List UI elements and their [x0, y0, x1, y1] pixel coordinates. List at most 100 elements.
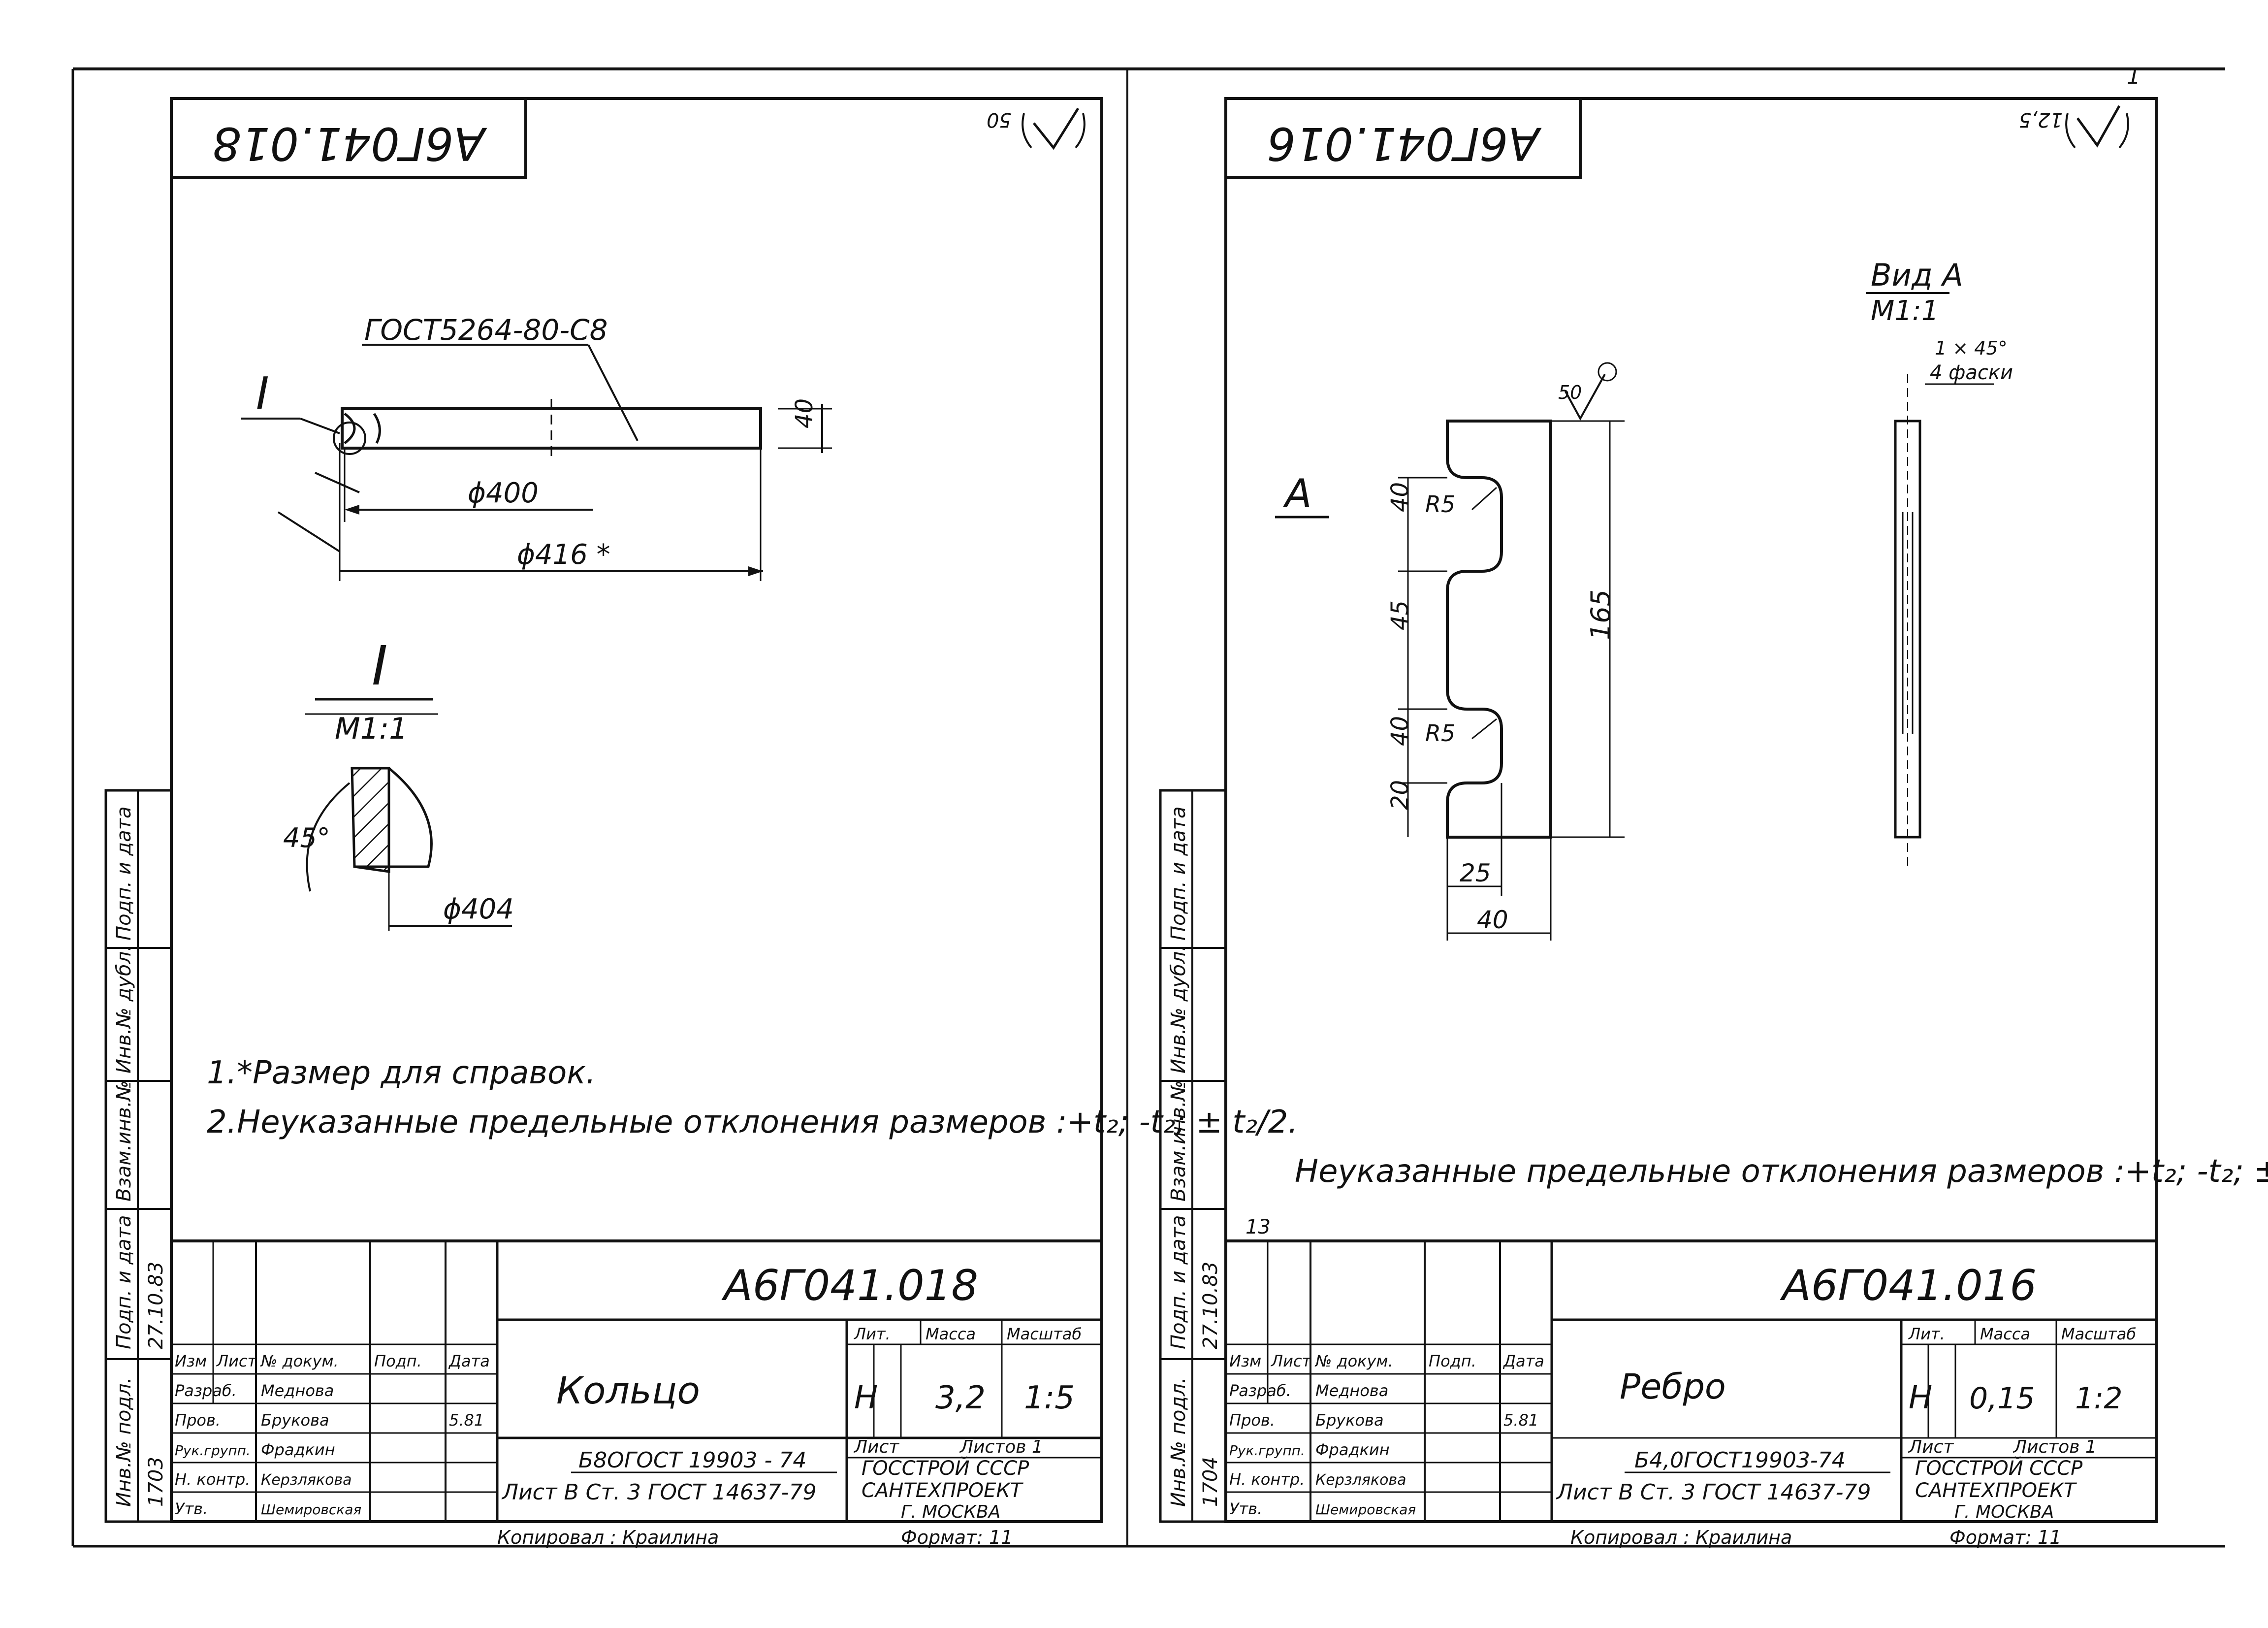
svg-text:Подп. и дата: Подп. и дата	[1167, 807, 1190, 941]
dim-d400: ϕ400	[468, 477, 539, 509]
right-title-code: А6Г041.016	[1780, 1261, 2037, 1310]
svg-text:ГОССТРОЙ СССР: ГОССТРОЙ СССР	[1915, 1456, 2083, 1480]
svg-text:Инв.№ дубл.: Инв.№ дубл.	[1167, 945, 1190, 1074]
svg-text:Дата: Дата	[1502, 1352, 1544, 1370]
svg-text:R5: R5	[1425, 720, 1455, 747]
svg-text:27.10.83: 27.10.83	[1199, 1262, 1222, 1349]
svg-text:Б8ОГОСТ 19903 - 74: Б8ОГОСТ 19903 - 74	[578, 1448, 806, 1473]
left-top-stamp-code: А6Г041.018	[212, 117, 487, 170]
svg-text:САНТЕХПРОЕКТ: САНТЕХПРОЕКТ	[1915, 1479, 2077, 1502]
page-mark: 1	[2127, 64, 2140, 89]
svg-text:Лист: Лист	[1271, 1352, 1311, 1370]
right-top-stamp	[1226, 98, 1582, 179]
rib-outline	[1446, 420, 1552, 839]
svg-text:Лист В Ст. 3 ГОСТ 14637-79: Лист В Ст. 3 ГОСТ 14637-79	[1556, 1480, 1871, 1505]
svg-text:М1:1: М1:1	[1871, 295, 1939, 327]
svg-text:5.81: 5.81	[1503, 1411, 1538, 1430]
svg-text:Лист: Лист	[1908, 1437, 1954, 1457]
svg-text:Керзляковa: Керзляковa	[1315, 1471, 1406, 1489]
svg-text:1:2: 1:2	[2075, 1381, 2123, 1416]
svg-text:Пров.: Пров.	[1229, 1411, 1275, 1430]
svg-text:Подп.: Подп.	[1429, 1352, 1476, 1370]
dim-height: 40	[791, 398, 818, 428]
svg-text:Масштаб: Масштаб	[1007, 1325, 1082, 1343]
svg-text:25: 25	[1460, 859, 1491, 887]
svg-text:20: 20	[1386, 780, 1414, 810]
title-code: А6Г041.018	[721, 1261, 978, 1310]
svg-text:Брукова: Брукова	[261, 1411, 329, 1430]
right-note: Неуказанные предельные отклонения размер…	[1295, 1153, 2268, 1190]
right-side-strip: Инв.№ подл. Подп. и дата Взам.инв.№ Инв.…	[1159, 789, 1227, 1523]
weld	[344, 413, 381, 444]
right-sheet: А6Г041.016 12,5 А 40 45 40 20 R5 R5	[1159, 97, 2268, 1548]
page-number: 13	[1246, 1216, 1271, 1238]
rib-view: А 40 45 40 20 R5 R5 165	[1275, 362, 1625, 941]
detail-callout-circle	[333, 422, 366, 455]
svg-text:3,2: 3,2	[935, 1380, 986, 1416]
view-a: Вид А М1:1 1 × 45° 4 фаски	[1866, 257, 2013, 867]
svg-text:ГОССТРОЙ СССР: ГОССТРОЙ СССР	[862, 1456, 1029, 1480]
detail-title: I	[372, 634, 387, 697]
copied-by: Копировал : Краилина	[497, 1527, 719, 1548]
svg-text:Шемировская: Шемировская	[261, 1501, 361, 1518]
svg-text:1704: 1704	[1199, 1457, 1222, 1507]
svg-text:Лист: Лист	[216, 1352, 257, 1370]
svg-text:САНТЕХПРОЕКТ: САНТЕХПРОЕКТ	[862, 1479, 1024, 1502]
svg-text:Шемировская: Шемировская	[1315, 1501, 1416, 1518]
svg-text:Лит.: Лит.	[854, 1325, 891, 1343]
weld-section	[351, 767, 390, 873]
svg-text:Рук.групп.: Рук.групп.	[175, 1442, 251, 1459]
svg-text:№ докум.: № докум.	[1314, 1352, 1393, 1370]
svg-text:Б4,0ГОСТ19903-74: Б4,0ГОСТ19903-74	[1634, 1448, 1846, 1473]
svg-text:45: 45	[1386, 600, 1414, 630]
view-arrow-label: А	[1282, 471, 1312, 517]
title-name: Кольцо	[556, 1368, 700, 1412]
svg-text:Листов 1: Листов 1	[2012, 1437, 2097, 1457]
dim-d416: ϕ416 *	[517, 539, 610, 571]
svg-text:27.10.83: 27.10.83	[145, 1262, 167, 1349]
right-roughness-mark: 12,5	[2019, 105, 2129, 149]
svg-text:Подп. и дата: Подп. и дата	[113, 1215, 135, 1349]
svg-text:Лист В Ст. 3 ГОСТ 14637-79: Лист В Ст. 3 ГОСТ 14637-79	[501, 1480, 817, 1505]
svg-text:Подп. и дата: Подп. и дата	[113, 807, 135, 941]
svg-text:Меднова: Меднова	[261, 1381, 334, 1400]
svg-text:Н. контр.: Н. контр.	[175, 1470, 250, 1489]
right-format: Формат: 11	[1949, 1527, 2061, 1548]
svg-text:Инв.№ подл.: Инв.№ подл.	[113, 1377, 135, 1507]
gost-label: ГОСТ5264-80-С8	[364, 313, 608, 347]
svg-text:Инв.№ дубл.: Инв.№ дубл.	[113, 945, 135, 1074]
svg-text:Разраб.: Разраб.	[1229, 1381, 1291, 1400]
svg-text:Инв.№ подл.: Инв.№ подл.	[1167, 1377, 1190, 1507]
svg-text:Керзляковa: Керзляковa	[261, 1471, 352, 1489]
right-copied-by: Копировал : Краилина	[1570, 1527, 1792, 1548]
svg-text:5.81: 5.81	[449, 1411, 484, 1430]
right-top-stamp-code: А6Г041.016	[1267, 117, 1541, 170]
left-sheet: А6Г041.018 50 ГОСТ5264-80-С8 I ϕ400	[104, 97, 1298, 1548]
svg-text:Н: Н	[1909, 1380, 1932, 1416]
svg-text:Утв.: Утв.	[1229, 1499, 1262, 1518]
note-1: 1.*Размер для справок.	[207, 1055, 596, 1091]
svg-text:Н. контр.: Н. контр.	[1229, 1470, 1305, 1489]
svg-text:Масса: Масса	[1980, 1325, 2030, 1343]
detail-scale: М1:1	[335, 712, 408, 746]
svg-text:0,15: 0,15	[1969, 1381, 2035, 1416]
left-roughness-mark: 50	[987, 107, 1086, 150]
svg-text:1:5: 1:5	[1024, 1380, 1075, 1416]
left-side-strip: Инв.№ подл. Подп. и дата Взам.инв.№ Инв.…	[104, 789, 173, 1523]
svg-text:Изм: Изм	[1229, 1352, 1261, 1370]
svg-text:Лит.: Лит.	[1908, 1325, 1945, 1343]
detail-view: I М1:1 ϕ404 45°	[283, 634, 514, 931]
dim-angle: 45°	[283, 822, 330, 853]
svg-text:40: 40	[1386, 482, 1414, 512]
note-2: 2.Неуказанные предельные отклонения разм…	[207, 1104, 1298, 1140]
gost-leader	[587, 344, 639, 441]
svg-text:Разраб.: Разраб.	[175, 1381, 237, 1400]
right-title-block: Изм Лист № докум. Подп. Дата Разраб. Мед…	[1224, 1239, 2158, 1548]
svg-text:1703: 1703	[145, 1457, 167, 1507]
view-a-label: Вид А	[1871, 257, 1963, 293]
svg-text:Меднова: Меднова	[1315, 1381, 1388, 1400]
svg-text:Изм: Изм	[175, 1352, 207, 1370]
svg-text:1 × 45°: 1 × 45°	[1935, 337, 2008, 359]
svg-text:165: 165	[1585, 589, 1616, 640]
svg-text:Фрадкин: Фрадкин	[1315, 1440, 1390, 1459]
